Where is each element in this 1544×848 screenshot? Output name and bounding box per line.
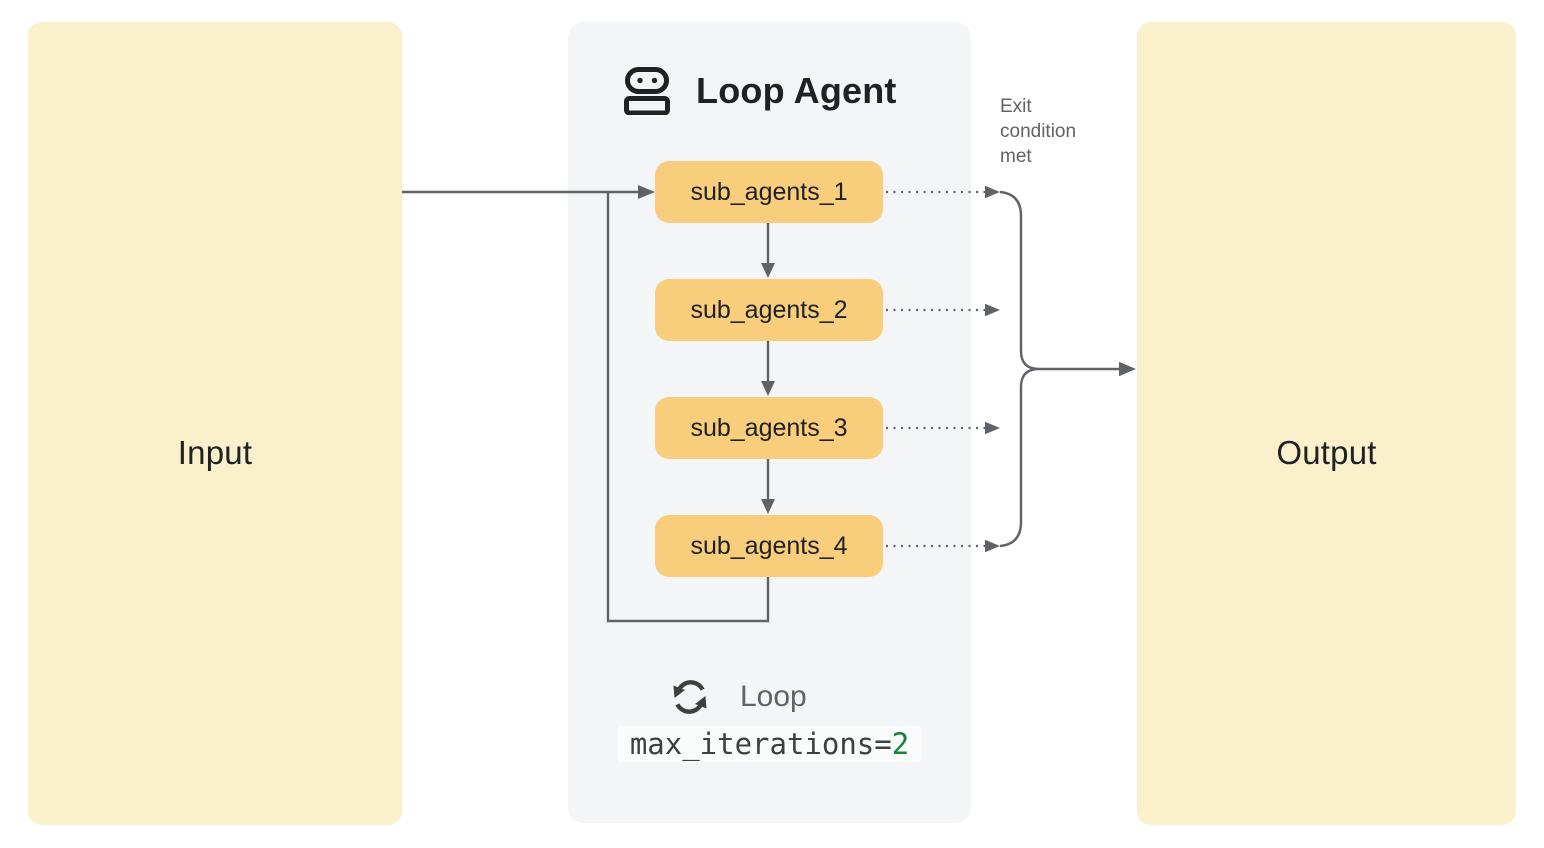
sub-agent-label: sub_agents_2 — [690, 295, 848, 324]
max-iterations-name: max_iterations= — [629, 727, 892, 761]
max-iterations-code: max_iterations=2 — [618, 726, 921, 762]
sub-agent-label: sub_agents_4 — [690, 531, 848, 560]
max-iterations-value: 2 — [891, 727, 910, 761]
output-node: Output — [1137, 22, 1516, 825]
loop-agent-header: Loop Agent — [624, 64, 897, 118]
loop-agent-panel: Loop Agent sub_agents_1 sub_agents_2 sub… — [568, 22, 971, 823]
loop-sync-icon — [670, 677, 710, 717]
loop-label: Loop — [740, 680, 807, 713]
input-label: Input — [177, 433, 253, 471]
sub-agent-node-2: sub_agents_2 — [655, 279, 883, 341]
sub-agent-label: sub_agents_3 — [690, 413, 848, 442]
loop-agent-title: Loop Agent — [696, 70, 897, 111]
sub-agent-node-3: sub_agents_3 — [655, 397, 883, 459]
robot-icon — [624, 67, 670, 115]
exit-condition-note: Exit condition met — [1000, 96, 1077, 167]
sub-agent-node-1: sub_agents_1 — [655, 161, 883, 223]
sub-agent-node-4: sub_agents_4 — [655, 515, 883, 577]
input-node: Input — [28, 22, 402, 825]
loop-row: Loop — [670, 674, 807, 720]
output-label: Output — [1276, 433, 1377, 471]
sub-agent-label: sub_agents_1 — [690, 177, 848, 206]
merge-bracket-to-output — [999, 190, 1136, 548]
